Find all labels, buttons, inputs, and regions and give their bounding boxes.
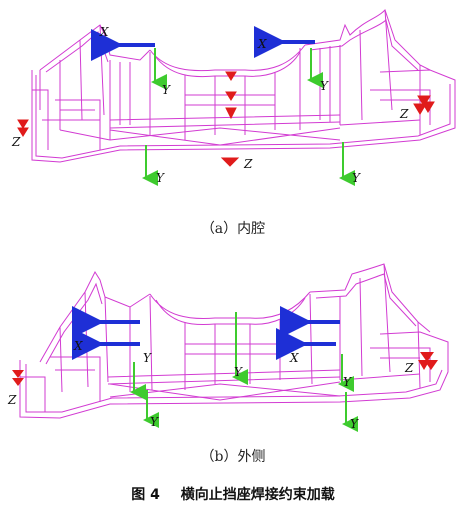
panel-b-model-svg: X X Y Y Y Y Y Z Z bbox=[7, 263, 449, 432]
axis-label-z: Z bbox=[11, 135, 21, 149]
axis-label-y: Y bbox=[343, 375, 352, 389]
axis-label-x: X bbox=[289, 351, 299, 365]
panel-b-y-constraints bbox=[130, 312, 358, 432]
panel-b-wireframe bbox=[19, 263, 449, 419]
panel-a-x-constraint-right: X bbox=[254, 26, 315, 59]
panel-a-z-constraints bbox=[17, 71, 435, 167]
axis-label-z: Z bbox=[404, 361, 414, 375]
axis-label-y: Y bbox=[320, 79, 329, 93]
axis-label-z: Z bbox=[7, 393, 17, 407]
axis-label-y: Y bbox=[156, 171, 165, 185]
panel-a-x-constraint-left: X bbox=[91, 25, 155, 62]
axis-label-y: Y bbox=[162, 83, 171, 97]
panel-a-wireframe bbox=[31, 9, 456, 163]
panel-b-outer-side: X X Y Y Y Y Y Z Z bbox=[0, 252, 466, 452]
panel-b-z-constraints bbox=[12, 352, 438, 386]
axis-label-y: Y bbox=[143, 351, 152, 365]
panel-a-model-svg: X X Y Y Y Y Z Z Z bbox=[11, 9, 456, 186]
figure-title: 图 4 横向止挡座焊接约束加载 bbox=[0, 484, 466, 504]
panel-b-x-constraints bbox=[72, 306, 340, 360]
axis-label-y: Y bbox=[350, 417, 359, 431]
axis-label-z: Z bbox=[243, 157, 253, 171]
axis-label-y: Y bbox=[150, 415, 159, 429]
panel-b-caption: （b）外侧 bbox=[200, 449, 266, 465]
axis-label-y: Y bbox=[234, 365, 243, 379]
panel-a-caption: （a）内腔 bbox=[200, 221, 266, 237]
panel-a-y-constraints bbox=[142, 48, 355, 186]
figure-number: 图 4 bbox=[131, 487, 160, 503]
figure-title-text: 横向止挡座焊接约束加载 bbox=[180, 487, 335, 503]
axis-label-x: X bbox=[257, 37, 267, 51]
axis-label-z: Z bbox=[399, 107, 409, 121]
axis-label-y: Y bbox=[352, 171, 361, 185]
axis-label-x: X bbox=[73, 339, 83, 353]
axis-label-x: X bbox=[99, 25, 109, 39]
panel-a-inner-cavity: X X Y Y Y Y Z Z Z bbox=[0, 0, 466, 200]
